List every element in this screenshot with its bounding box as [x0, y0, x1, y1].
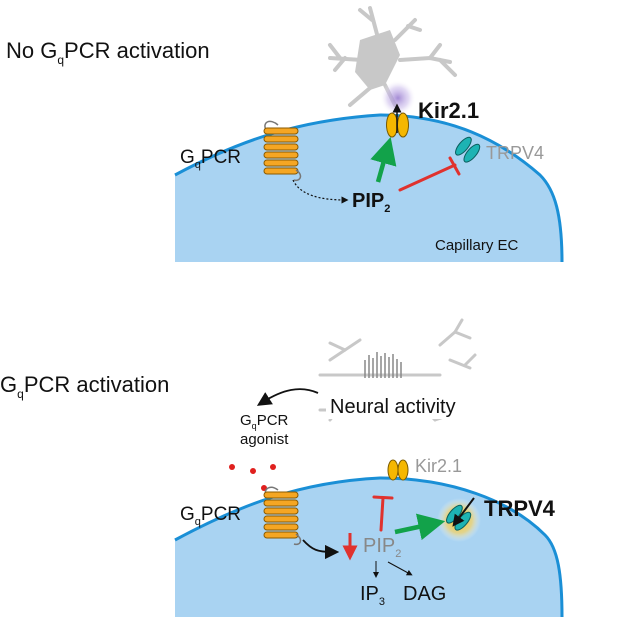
agonist-label-line1: GqPCR: [240, 412, 289, 431]
ip3-label: IP3: [360, 583, 385, 608]
cell-membrane-top: [174, 113, 564, 263]
gqpcr-receptor-bottom: [263, 486, 302, 546]
trpv4-label-top: TRPV4: [486, 143, 544, 163]
gqpcr-label-top: GqPCR: [180, 147, 241, 171]
pip2-label-top: PIP2: [352, 190, 390, 215]
pip2-inhibits-kir-bottom: [372, 495, 394, 532]
pip2-label-bottom: PIP2: [363, 535, 401, 560]
neural-activity-label: Neural activity: [330, 396, 456, 418]
gqpcr-to-pip2-arrow: [302, 539, 340, 560]
gqpcr-label-bottom: GqPCR: [180, 504, 241, 528]
pip2-to-dag-arrow: [387, 561, 413, 576]
cell-membrane-bottom: [174, 476, 564, 617]
kir21-label-bottom: Kir2.1: [415, 456, 462, 476]
gqpcr-to-pip2-dotted-arrow: [292, 179, 349, 204]
pip2-inhibits-trpv4-top: [398, 156, 461, 192]
bottom-title: GqPCR activation: [0, 372, 169, 401]
neural-spike-train: [364, 352, 402, 378]
trpv4-label-bottom: TRPV4: [484, 496, 556, 521]
kir21-channel-top: [386, 103, 409, 138]
gqpcr-receptor-top: [263, 120, 302, 182]
capillary-ec-label: Capillary EC: [435, 237, 519, 254]
neural-label-bg: [326, 393, 474, 419]
trpv4-channel-top: [455, 136, 481, 163]
dag-label: DAG: [403, 583, 446, 605]
kir21-label-top: Kir2.1: [418, 98, 479, 123]
kir21-channel-bottom: [387, 459, 409, 481]
neural-to-agonist-arrow: [256, 388, 319, 406]
agonist-label-line2: agonist: [240, 431, 289, 448]
pip2-activates-trpv4-arrow: [394, 513, 446, 541]
kir-efflux-glow: [380, 80, 416, 116]
top-title: No GqPCR activation: [6, 38, 210, 67]
bottom-panel: GqPCR activation Neural activity GqPCR a…: [0, 318, 564, 617]
top-panel: No GqPCR activation: [6, 6, 564, 263]
agonist-molecules: [229, 464, 276, 491]
trpv4-influx-arrow: [452, 497, 475, 527]
pip2-activates-kir-arrow-top: [370, 137, 397, 183]
